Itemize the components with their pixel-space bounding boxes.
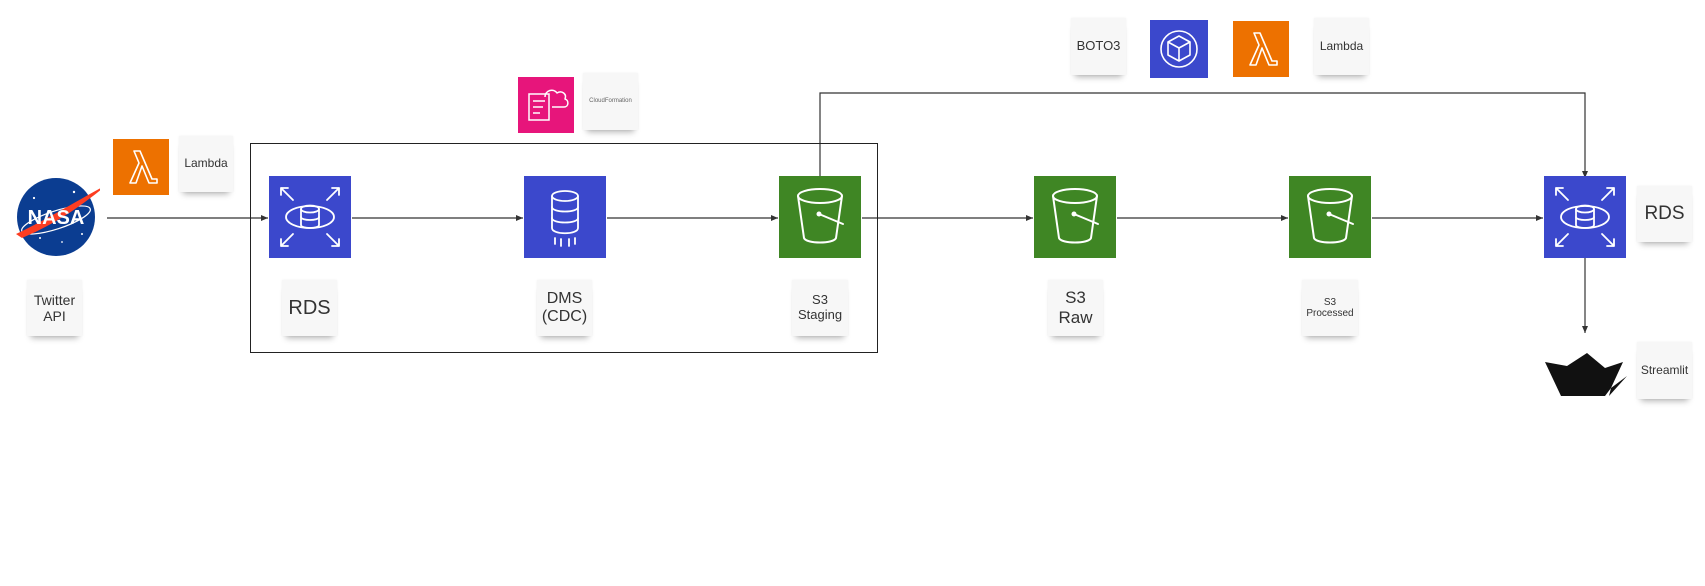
lambda-icon bbox=[113, 139, 169, 195]
rds-source-label: RDS bbox=[288, 296, 331, 319]
cloudformation-label: CloudFormation bbox=[589, 98, 632, 105]
nasa-logo-text: NASA bbox=[28, 207, 85, 229]
nasa-logo: NASA bbox=[12, 176, 100, 258]
rds-source-icon bbox=[269, 176, 351, 258]
cube-icon bbox=[1150, 20, 1208, 78]
lambda-top-label: Lambda bbox=[1319, 38, 1364, 53]
note-lambda-top: Lambda bbox=[1314, 18, 1369, 75]
s3-raw-label: S3 Raw bbox=[1058, 288, 1093, 327]
note-cloudformation: CloudFormation bbox=[583, 73, 638, 130]
twitter-api-label: Twitter API bbox=[33, 291, 76, 324]
dms-icon bbox=[524, 176, 606, 258]
lambda-left-label: Lambda bbox=[184, 156, 228, 171]
rds-target-icon bbox=[1544, 176, 1626, 258]
s3-processed-label: S3 Processed bbox=[1306, 296, 1354, 320]
s3-processed-icon bbox=[1289, 176, 1371, 258]
note-rds-source: RDS bbox=[282, 280, 337, 336]
note-lambda-left: Lambda bbox=[179, 136, 233, 192]
streamlit-logo bbox=[1543, 350, 1628, 398]
cloudformation-stack-group bbox=[250, 143, 878, 353]
note-boto3: BOTO3 bbox=[1071, 18, 1126, 75]
s3-staging-icon bbox=[779, 176, 861, 258]
note-s3-raw: S3 Raw bbox=[1048, 280, 1103, 336]
s3-staging-label: S3 Staging bbox=[797, 292, 843, 322]
note-rds-target: RDS bbox=[1637, 186, 1692, 242]
lambda-icon bbox=[1233, 21, 1289, 77]
cloudformation-icon bbox=[518, 77, 574, 133]
s3-raw-icon bbox=[1034, 176, 1116, 258]
arrow-s3-staging-to-rds-overhead bbox=[819, 92, 1588, 178]
dms-label: DMS (CDC) bbox=[541, 289, 588, 325]
note-dms: DMS (CDC) bbox=[537, 280, 592, 336]
note-s3-staging: S3 Staging bbox=[792, 280, 848, 336]
note-twitter-api: Twitter API bbox=[27, 280, 82, 336]
note-s3-processed: S3 Processed bbox=[1302, 280, 1358, 336]
streamlit-label: Streamlit bbox=[1640, 362, 1689, 377]
note-streamlit: Streamlit bbox=[1637, 342, 1692, 399]
rds-target-label: RDS bbox=[1644, 203, 1685, 225]
boto3-label: BOTO3 bbox=[1076, 38, 1121, 54]
